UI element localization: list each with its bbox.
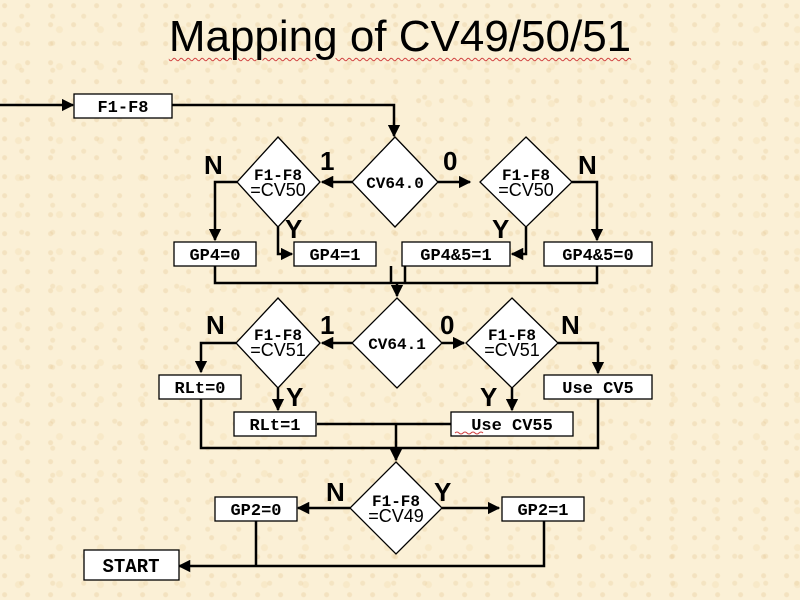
decision-right-cv51: F1-F8 =CV51 (465, 297, 559, 389)
right-cv51-n-arrow (558, 341, 605, 375)
decision-cv64-0-label: CV64.0 (366, 175, 424, 193)
label-row1-zero: 0 (443, 146, 457, 176)
box-start-label: START (102, 556, 159, 578)
label-row1-left-y: Y (285, 214, 302, 244)
decision-cv64-0: CV64.0 (351, 136, 439, 228)
decision-left-cv51-line2: =CV51 (250, 340, 306, 360)
box-gp4-0: GP4=0 (173, 241, 257, 267)
left-cv50-n-arrow (208, 180, 237, 242)
box-gp45-1: GP4&5=1 (401, 241, 511, 267)
box-gp2-1: GP2=1 (501, 496, 585, 522)
box-gp45-0: GP4&5=0 (543, 241, 653, 267)
label-row2-one: 1 (320, 310, 334, 340)
box-use-cv5-label: Use CV5 (562, 380, 633, 399)
box-f1f8: F1-F8 (73, 93, 173, 119)
decision-cv49: F1-F8 =CV49 (349, 461, 443, 555)
decision-left-cv50-line1: F1-F8 (254, 167, 302, 185)
decision-right-cv51-line2: =CV51 (484, 340, 540, 360)
decision-cv49-line2: =CV49 (368, 506, 424, 526)
spellcheck-squiggle (454, 431, 484, 435)
page-title: Mapping of CV49/50/51 (0, 12, 800, 62)
label-row1-right-n: N (578, 150, 597, 180)
box-use-cv55: Use CV55 (450, 411, 574, 437)
decision-right-cv50-line2: =CV50 (498, 180, 554, 200)
label-row2-zero: 0 (440, 310, 454, 340)
label-row1-one: 1 (320, 146, 334, 176)
box-f1f8-label: F1-F8 (97, 99, 148, 118)
box-gp45-0-label: GP4&5=0 (562, 247, 633, 266)
box-start: START (83, 549, 180, 581)
label-row2-left-n: N (206, 310, 225, 340)
to-start-arrow (177, 520, 546, 573)
decision-cv64-1: CV64.1 (351, 297, 443, 389)
box-gp4-0-label: GP4=0 (189, 247, 240, 266)
box-gp45-1-label: GP4&5=1 (420, 247, 491, 266)
left-cv51-n-arrow (194, 341, 236, 374)
decision-cv49-line1: F1-F8 (372, 493, 420, 511)
decision-left-cv50-line2: =CV50 (250, 180, 306, 200)
decision-right-cv50: F1-F8 =CV50 (479, 136, 573, 228)
box-gp2-0: GP2=0 (214, 496, 298, 522)
label-row3-y: Y (434, 477, 451, 507)
label-row2-right-y: Y (480, 382, 497, 412)
box-gp4-1-label: GP4=1 (309, 247, 360, 266)
label-row1-left-n: N (204, 150, 223, 180)
branch-labels: N 1 0 N Y Y N 1 0 N Y Y N Y (204, 146, 597, 507)
left-cv50-y-arrow (276, 227, 294, 261)
right-cv50-n-arrow (572, 180, 604, 242)
connector-lines (0, 98, 605, 573)
decision-left-cv51: F1-F8 =CV51 (235, 297, 321, 389)
label-row1-right-y: Y (492, 214, 509, 244)
f1f8-to-cv64-0 (172, 103, 401, 138)
decision-right-cv51-line1: F1-F8 (488, 327, 536, 345)
right-cv50-y-arrow (510, 227, 528, 261)
decision-left-cv50: F1-F8 =CV50 (236, 136, 321, 228)
box-rlt-1-label: RLt=1 (249, 417, 300, 436)
row2-merge-line (199, 398, 600, 450)
label-row3-n: N (326, 477, 345, 507)
decision-cv64-1-label: CV64.1 (368, 336, 426, 354)
label-row2-right-n: N (561, 310, 580, 340)
box-rlt-0-label: RLt=0 (174, 380, 225, 399)
box-use-cv5: Use CV5 (543, 374, 653, 400)
label-row2-left-y: Y (286, 382, 303, 412)
box-rlt-1: RLt=1 (233, 411, 317, 437)
decision-left-cv51-line1: F1-F8 (254, 327, 302, 345)
box-gp4-1: GP4=1 (293, 241, 377, 267)
box-use-cv55-label: Use CV55 (471, 417, 553, 436)
title-text: Mapping of CV49/50/51 (168, 12, 632, 61)
box-gp2-0-label: GP2=0 (230, 502, 281, 521)
box-rlt-0: RLt=0 (158, 374, 242, 400)
decision-right-cv50-line1: F1-F8 (502, 167, 550, 185)
box-gp2-1-label: GP2=1 (517, 502, 568, 521)
